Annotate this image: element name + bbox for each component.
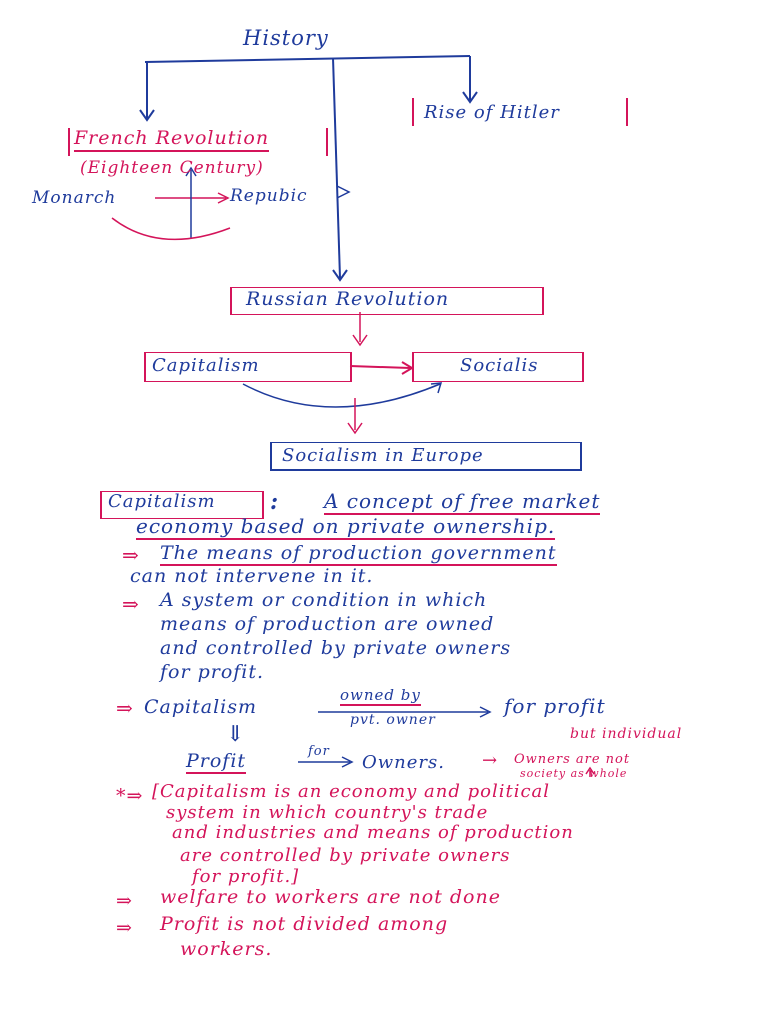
- french-revolution-box: [68, 128, 328, 156]
- point5-line-1: welfare to workers are not done: [160, 886, 501, 908]
- monarch-label: Monarch: [32, 188, 117, 208]
- point2-line-2: means of production are owned: [160, 613, 495, 635]
- point3-aside-line-2: society as whole: [520, 767, 628, 780]
- point4-line-4: are controlled by private owners: [180, 845, 511, 866]
- capitalism-label: Capitalism: [152, 355, 260, 376]
- russian-revolution-box: [230, 287, 544, 315]
- point3-down-arrow-icon: ⇓: [226, 722, 246, 747]
- point3-red-arrow-icon: →: [482, 750, 499, 771]
- point2-line-4: for profit.: [160, 661, 265, 683]
- point3-owned-by: owned by: [340, 686, 421, 706]
- point4-line-1: [Capitalism is an economy and political: [152, 781, 551, 802]
- capitalism-heading: Capitalism: [108, 491, 216, 512]
- point4-line-3: and industries and means of production: [172, 822, 574, 843]
- point4-line-5: for profit.]: [192, 866, 300, 887]
- hitler-label: Rise of Hitler: [424, 102, 560, 123]
- point3-profit: Profit: [186, 750, 247, 774]
- heading-colon: :: [270, 489, 280, 515]
- definition-line-1: A concept of free market: [324, 489, 601, 515]
- point2-arrow-icon: ⇒: [122, 592, 140, 616]
- point6-line-1: Profit is not divided among: [160, 913, 449, 935]
- point3-aside-top: but individual: [570, 726, 683, 742]
- point3-subject: Capitalism: [144, 696, 257, 718]
- point1-line-1: The means of production government: [160, 542, 557, 566]
- socialism-europe-label: Socialism in Europe: [282, 445, 484, 466]
- point1-arrow-icon: ⇒: [122, 543, 140, 567]
- point4-line-2: system in which country's trade: [166, 802, 489, 823]
- french-century-label: (Eighteen Century): [80, 158, 264, 178]
- socialism-europe-box: [270, 442, 582, 471]
- point3-owners: Owners.: [362, 752, 445, 773]
- point2-line-1: A system or condition in which: [160, 589, 488, 611]
- socialism-label: Socialis: [460, 355, 539, 376]
- diagram-root-history: History: [243, 26, 329, 50]
- hitler-box: [412, 98, 628, 126]
- republic-label: Repubic: [230, 186, 308, 206]
- point3-arrow-icon: ⇒: [116, 696, 134, 720]
- point5-arrow-icon: ⇒: [116, 890, 133, 912]
- point3-result: for profit: [504, 694, 606, 718]
- point6-line-2: workers.: [180, 938, 273, 960]
- point2-line-3: and controlled by private owners: [160, 637, 512, 659]
- russian-revolution-label: Russian Revolution: [246, 288, 450, 310]
- definition-line-2: economy based on private ownership.: [136, 514, 556, 540]
- point6-arrow-icon: ⇒: [116, 917, 133, 939]
- point3-pvt-owner: pvt. owner: [350, 712, 436, 728]
- point1-line-2: can not intervene in it.: [130, 565, 374, 587]
- french-revolution-label: French Revolution: [74, 127, 270, 152]
- socialism-box: [412, 352, 584, 382]
- capitalism-box: [144, 352, 352, 382]
- point4-arrow-icon: *⇒: [116, 785, 144, 807]
- point3-aside-line-1: Owners are not: [514, 752, 631, 767]
- point3-for: for: [308, 744, 330, 759]
- capitalism-heading-box: [100, 491, 264, 519]
